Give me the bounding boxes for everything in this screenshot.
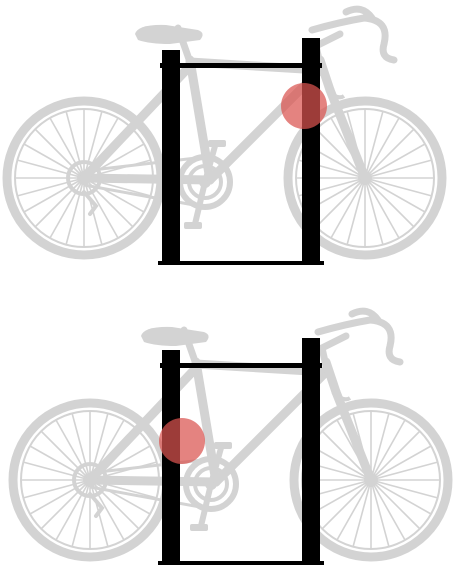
panel-top xyxy=(7,9,442,265)
contact-point-marker-top xyxy=(281,83,327,129)
panel-bottom xyxy=(13,311,448,565)
bicycle-top xyxy=(7,9,442,255)
bicycle-bottom xyxy=(13,311,448,557)
contact-point-marker-bottom xyxy=(159,418,205,464)
